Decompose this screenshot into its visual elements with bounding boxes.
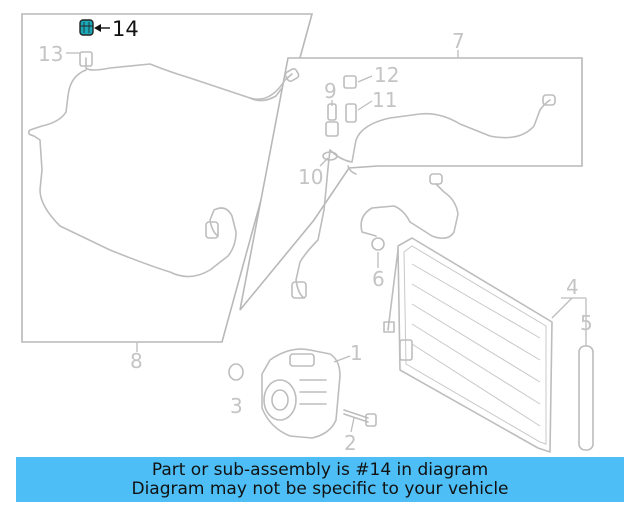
callout-5[interactable]: 5 [580, 311, 593, 335]
charge-valve [345, 103, 357, 123]
callout-8[interactable]: 8 [130, 349, 143, 373]
highlighted-part-14-cap [79, 19, 94, 36]
service-cap [343, 75, 357, 89]
callout-12[interactable]: 12 [374, 63, 399, 87]
callout-4[interactable]: 4 [566, 275, 579, 299]
callout-2[interactable]: 2 [344, 431, 357, 455]
panel-assembly-7 [239, 50, 583, 311]
callout-3[interactable]: 3 [230, 394, 243, 418]
condenser-pipe [360, 173, 459, 251]
callout-14[interactable]: 14 [112, 17, 139, 41]
cap-plug [228, 363, 244, 381]
ac-hose-line-7 [291, 94, 556, 299]
condenser-assembly [383, 237, 553, 453]
callout-13[interactable]: 13 [38, 42, 63, 66]
banner-line-part-number: Part or sub-assembly is #14 in diagram [151, 459, 489, 480]
callout-7[interactable]: 7 [452, 29, 465, 53]
callout-1[interactable]: 1 [350, 341, 363, 365]
info-banner: Part or sub-assembly is #14 in diagram D… [16, 457, 624, 502]
ac-hose-line-8 [27, 51, 300, 278]
callout-9[interactable]: 9 [324, 79, 337, 103]
receiver-drier [578, 334, 594, 451]
ac-compressor [261, 348, 341, 439]
mounting-bolt [343, 409, 377, 427]
panel-assembly-8 [21, 13, 314, 352]
callout-11[interactable]: 11 [372, 88, 397, 112]
leader-lines [66, 24, 587, 433]
callout-10[interactable]: 10 [298, 165, 323, 189]
banner-line-disclaimer: Diagram may not be specific to your vehi… [131, 478, 509, 499]
callout-6[interactable]: 6 [372, 267, 385, 291]
